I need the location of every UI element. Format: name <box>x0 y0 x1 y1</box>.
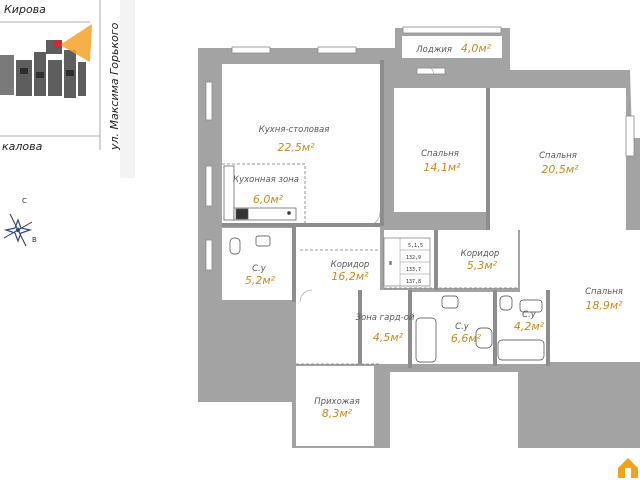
room-area-bathroom-2: 6,6м² <box>451 332 482 345</box>
room-area-corridor-2: 5,3м² <box>467 259 498 272</box>
room-label-hall: Прихожая <box>314 397 360 407</box>
location-pin-icon <box>54 40 62 48</box>
room-label-bedroom-1: Спальня <box>421 149 459 159</box>
compass-east-label: В <box>32 236 37 244</box>
kitchen-counter <box>223 165 297 221</box>
room-label-loggia: Лоджия <box>415 45 452 55</box>
view-direction-marker <box>60 24 92 62</box>
room-label-kitchen-zone: Кухонная зона <box>233 175 299 185</box>
shaft-mark: 133,7 <box>406 267 421 273</box>
room-label-bedroom-3: Спальня <box>585 287 623 297</box>
room-area-bedroom-2: 20,5м² <box>541 163 579 176</box>
street-label-bottom: калова <box>2 140 43 153</box>
street-label-gorkogo: ул. Максима Горького <box>108 22 121 151</box>
room-labels: Лоджия 4,0м² Кухня-столовая 22,5м² Кухон… <box>233 42 623 420</box>
shaft-mark: 137,8 <box>406 279 421 285</box>
map-buildings <box>0 40 86 98</box>
room-label-corridor-2: Коридор <box>461 249 500 259</box>
street-label-kirova: Кирова <box>4 3 46 16</box>
room-label-kitchen: Кухня-столовая <box>259 125 330 135</box>
room-label-bedroom-2: Спальня <box>539 151 577 161</box>
brand-logo-icon <box>618 458 638 478</box>
room-area-kitchen-zone: 6,0м² <box>253 193 284 206</box>
room-area-kitchen: 22,5м² <box>277 141 315 154</box>
room-label-bathroom-3: С.у <box>522 310 537 320</box>
inner-walls <box>222 60 550 368</box>
room-area-loggia: 4,0м² <box>461 42 492 55</box>
windows <box>205 26 635 271</box>
room-area-bedroom-3: 18,9м² <box>585 299 623 312</box>
zone-lines <box>222 163 518 365</box>
door-swings <box>299 63 435 303</box>
bathroom-fixtures <box>229 235 545 363</box>
shaft-mark-zh: Ж <box>389 261 392 267</box>
location-map: Кирова калова ул. Максима Горького <box>0 0 135 178</box>
room-area-hall: 8,3м² <box>322 407 353 420</box>
shaft-mark: 132,9 <box>406 255 421 261</box>
room-label-bathroom-2: С.у <box>455 322 470 332</box>
room-label-bathroom-1: С.у <box>252 264 267 274</box>
room-area-bathroom-3: 4,2м² <box>514 320 545 333</box>
compass-north-label: С <box>22 197 27 205</box>
room-area-bathroom-1: 5,2м² <box>245 274 276 287</box>
room-area-corridor-1: 16,2м² <box>331 270 369 283</box>
compass-icon: С В <box>3 197 37 247</box>
room-label-corridor-1: Коридор <box>331 260 370 270</box>
shaft-mark: 5,1,5 <box>408 243 423 249</box>
room-area-wardrobe: 4,5м² <box>373 331 404 344</box>
room-area-bedroom-1: 14,1м² <box>423 161 461 174</box>
room-label-wardrobe: Зона гард-ой <box>356 313 415 323</box>
shaft-detail: Ж 5,1,5 132,9 133,7 137,8 <box>383 237 431 287</box>
